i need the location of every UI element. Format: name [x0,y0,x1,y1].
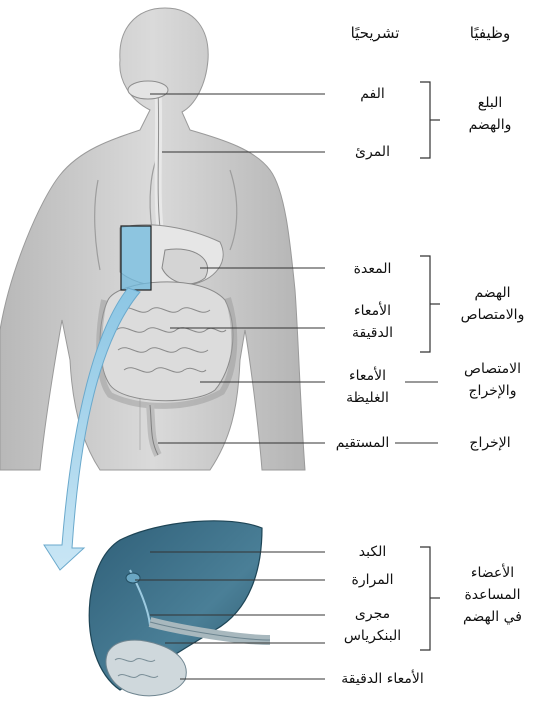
organ-pancreatic-duct: مجرى البنكرياس [330,603,415,647]
function-absorb-excrete: الامتصاص والإخراج [445,358,540,402]
organ-rectum: المستقيم [325,432,400,454]
organ-stomach: المعدة [330,258,415,280]
accessory-organs-detail [89,521,270,696]
organ-esophagus: المرئ [330,141,415,163]
function-digest-absorb: الهضم والامتصاص [445,282,540,326]
organ-large-intestine: الأمعاء الغليظة [325,365,410,409]
organ-small-intestine-detail: الأمعاء الدقيقة [325,668,440,690]
function-excrete: الإخراج [445,432,535,454]
organ-liver: الكبد [330,541,415,563]
function-swallow-digest: البلع والهضم [445,92,535,136]
organ-mouth: الفم [330,83,415,105]
function-accessory-organs: الأعضاء المساعدة في الهضم [445,562,540,628]
brackets [420,82,440,650]
anatomical-header: تشريحيًا [330,24,420,42]
functional-header: وظيفيًا [450,24,530,42]
organ-small-intestine: الأمعاء الدقيقة [330,300,415,344]
organ-gallbladder: المرارة [330,569,415,591]
